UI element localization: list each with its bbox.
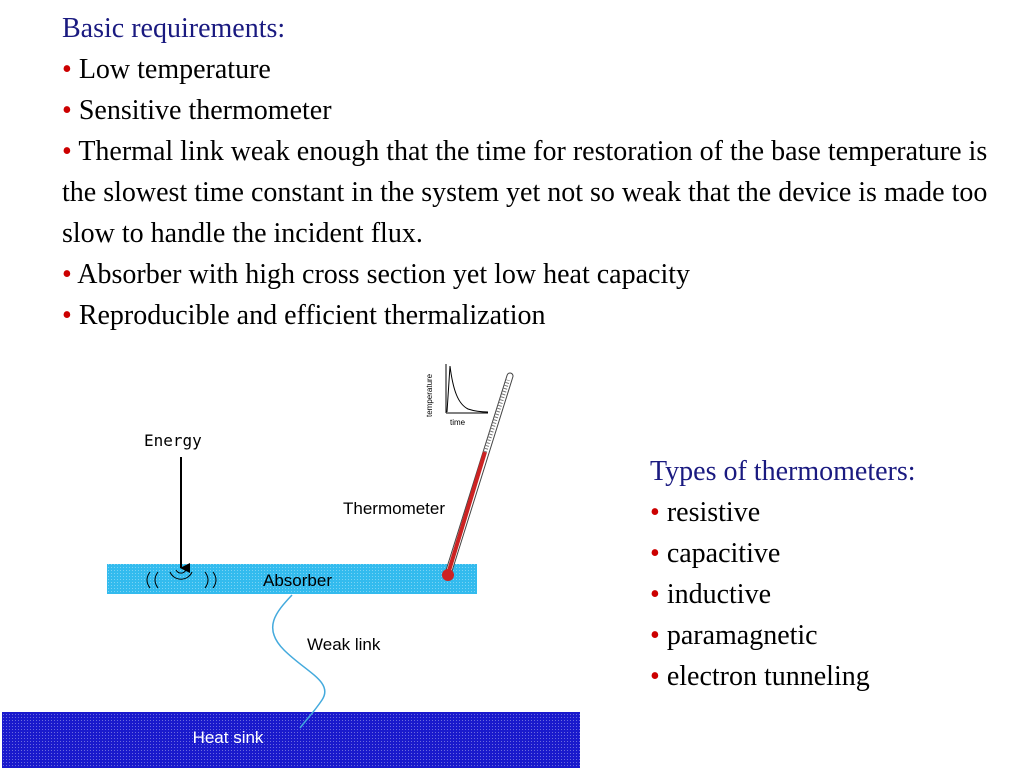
type-item: • inductive [650,579,772,610]
bullet: • [62,95,72,126]
bullet: • [650,661,660,692]
type-item: • electron tunneling [650,661,870,692]
heat-sink-label: Heat sink [193,728,264,747]
type-item: • resistive [650,497,761,528]
requirement-item: • Absorber with high cross section yet l… [62,259,690,290]
thermometer-types-block: Types of thermometers: • resistive • cap… [650,451,1010,697]
thermometer [442,372,514,581]
requirement-item: • Reproducible and efficient thermalizat… [62,300,546,331]
type-item: • capacitive [650,538,781,569]
bullet: • [62,136,72,167]
bullet: • [62,300,72,331]
requirements-heading: Basic requirements: [62,13,286,44]
types-heading: Types of thermometers: [650,456,916,487]
type-item: • paramagnetic [650,620,818,651]
temperature-time-inset: temperature time [425,364,489,427]
bullet: • [62,54,72,85]
inset-ylabel: temperature [425,373,434,417]
energy-label: Energy [144,431,202,450]
requirement-item: • Low temperature [62,54,271,85]
bolometer-diagram: Heat sink Weak link Absorber Energy Ther… [2,364,580,768]
absorber-label: Absorber [263,571,332,590]
inset-xlabel: time [450,418,466,427]
bullet: • [62,259,72,290]
weak-link-label: Weak link [307,635,381,654]
requirements-block: Basic requirements: • Low temperature • … [62,8,1002,336]
bullet: • [650,497,660,528]
bullet: • [650,579,660,610]
bullet: • [650,538,660,569]
requirement-item: • Thermal link weak enough that the time… [62,136,988,249]
weak-link [271,594,326,729]
requirement-item: • Sensitive thermometer [62,95,332,126]
bullet: • [650,620,660,651]
thermometer-label: Thermometer [343,499,445,518]
